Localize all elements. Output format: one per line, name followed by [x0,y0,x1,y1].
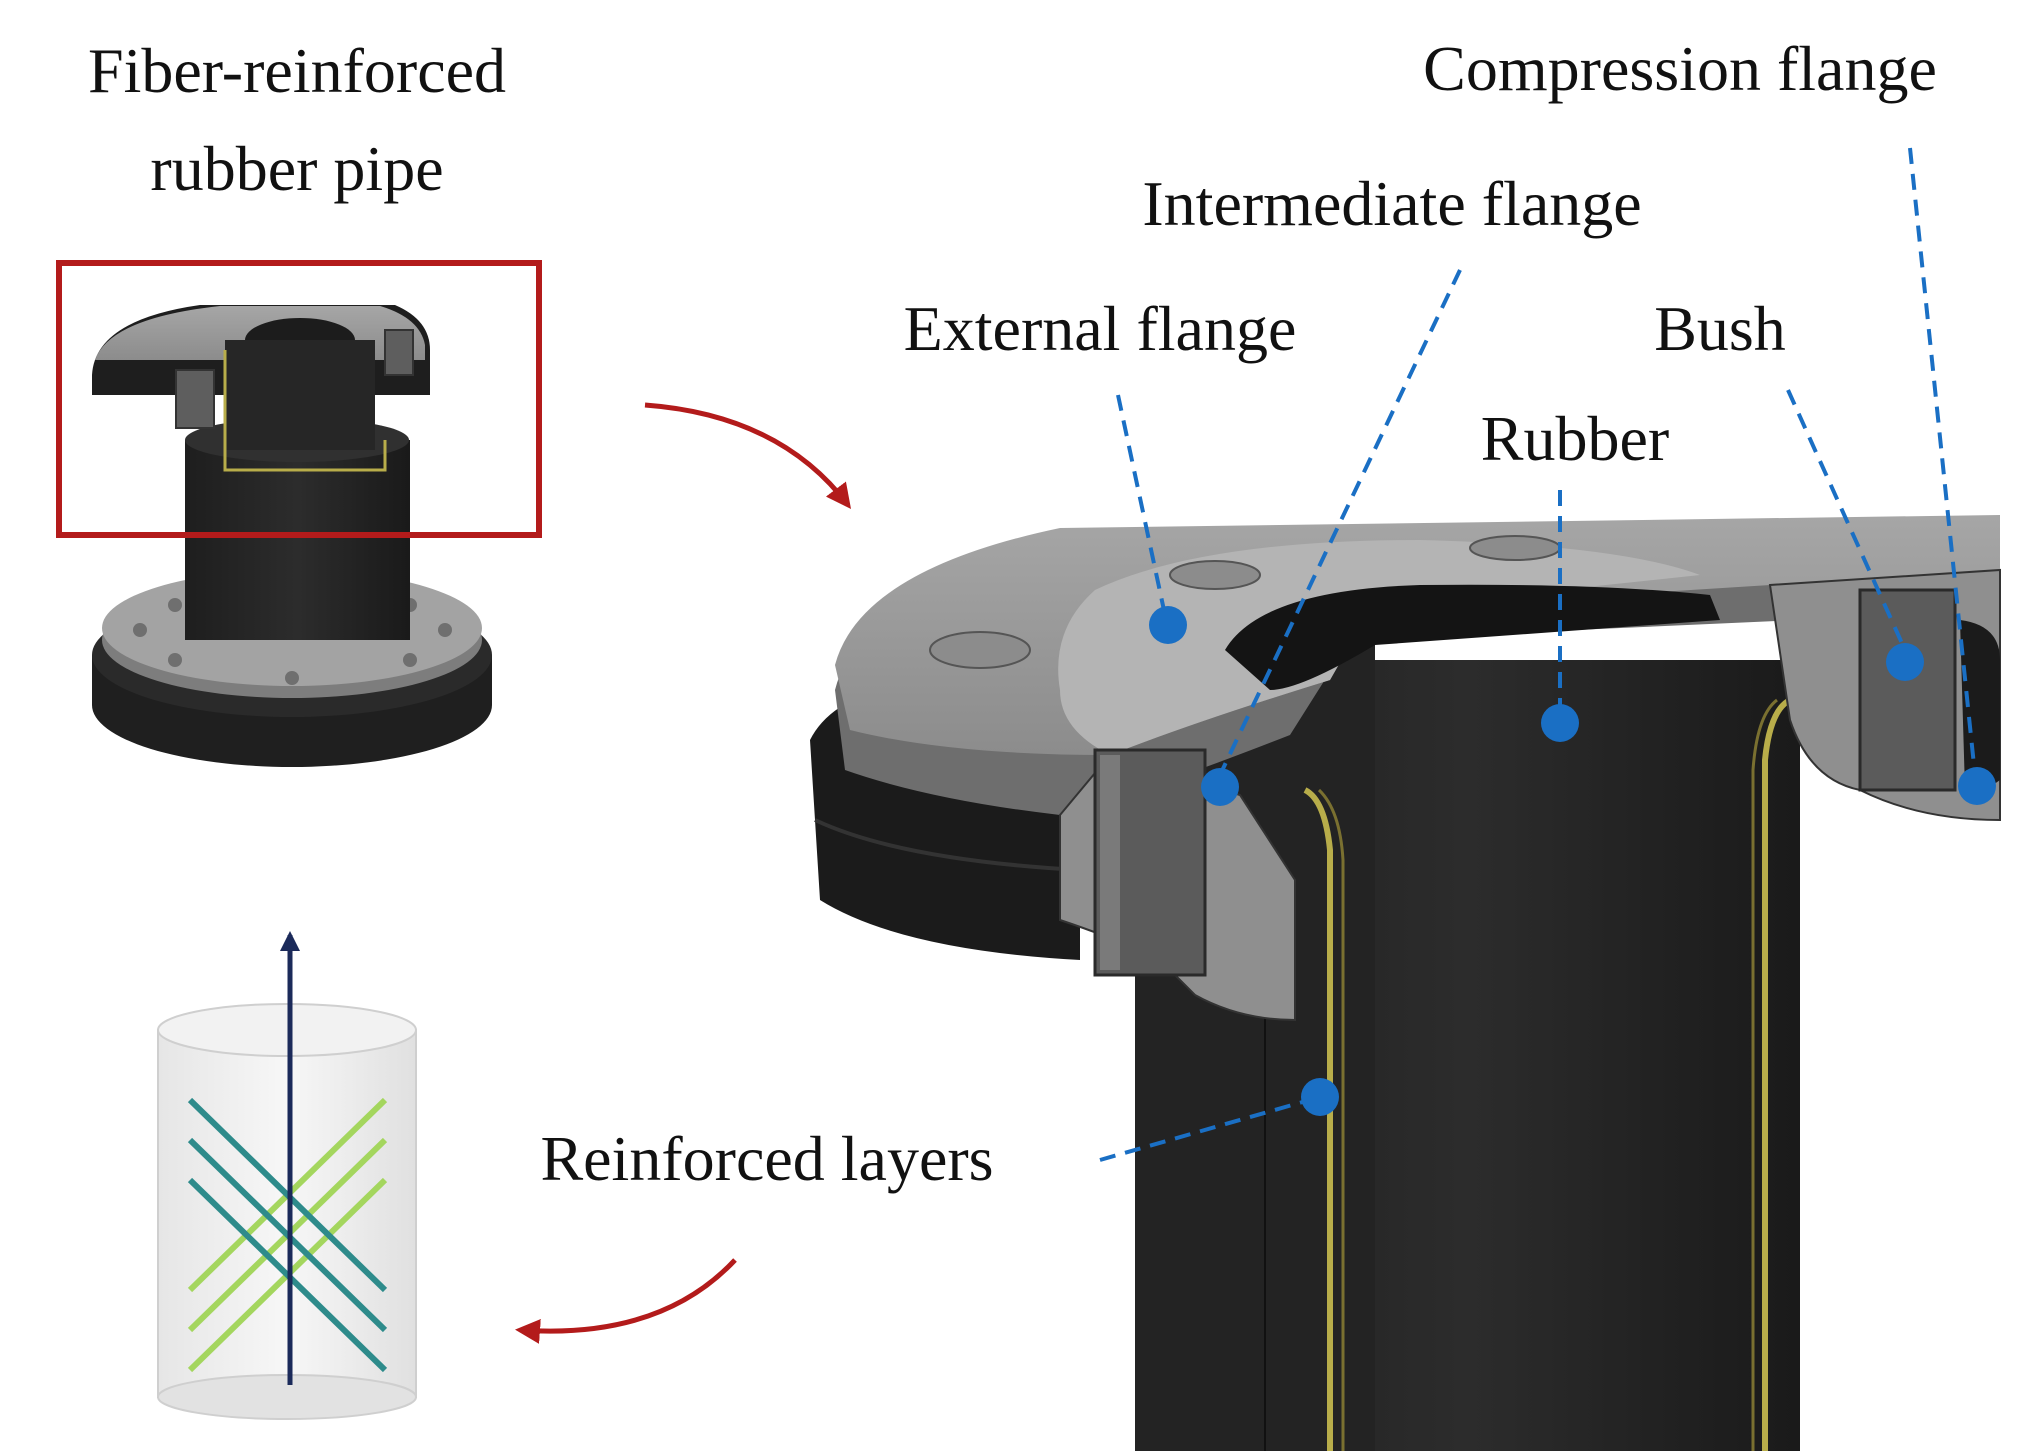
detail-highlight-box [56,260,542,538]
label-rubber: Rubber [1481,403,1669,474]
label-external-flange: External flange [904,293,1297,364]
label-compression-flange: Compression flange [1423,33,1937,104]
leader-lines [1099,147,1977,1162]
title-line-2: rubber pipe [150,133,443,204]
fiber-orientation-cylinder [157,931,417,1420]
title-line-1: Fiber-reinforced [88,35,506,106]
leader-dots [1149,606,1996,1116]
cross-section-detail [810,515,2001,1451]
label-intermediate-flange: Intermediate flange [1142,168,1641,239]
curved-arrow-icon [644,402,852,509]
label-reinforced-layers: Reinforced layers [540,1123,993,1194]
label-bush: Bush [1654,293,1786,364]
curved-arrow-icon [515,1258,737,1344]
full-pipe-model [92,305,492,767]
